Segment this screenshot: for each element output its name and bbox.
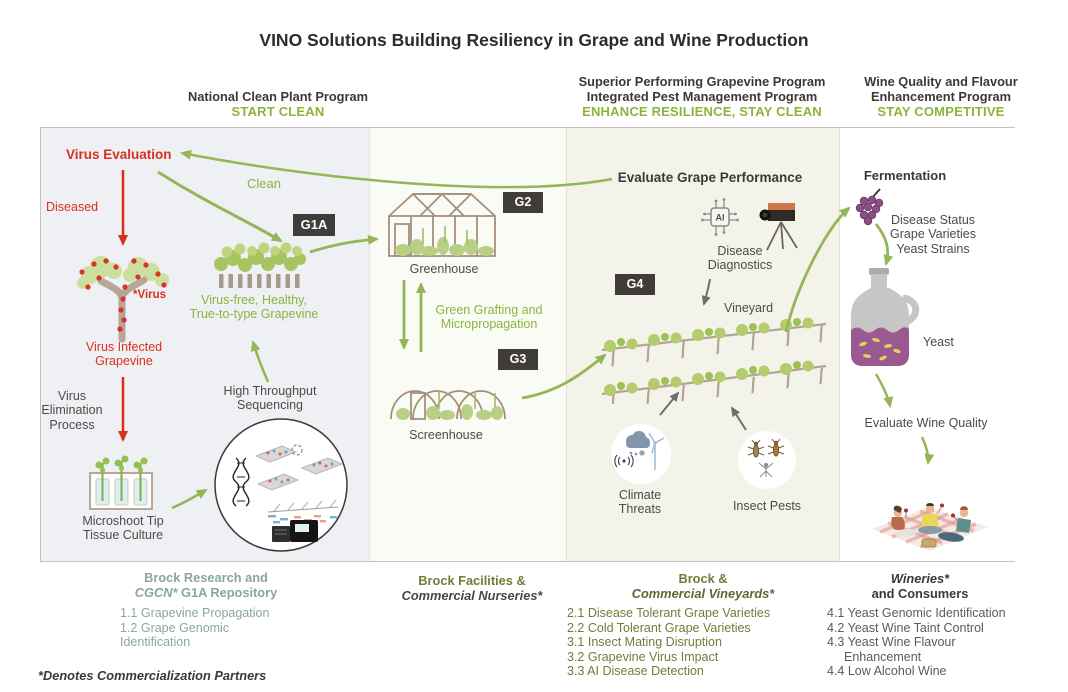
footer-title-line1: Wineries* (890, 571, 950, 586)
evaluate-wine-quality-label: Evaluate Wine Quality (864, 416, 988, 430)
microshoot-label: Microshoot Tip Tissue Culture (82, 514, 164, 543)
footer-vineyards: Brock & Commercial Vineyards* (628, 571, 778, 601)
grafting-label: Green Grafting and Micropropagation (435, 303, 543, 332)
list-item: 3.3 AI Disease Detection (567, 664, 704, 678)
program-tagline: ENHANCE RESILIENCE, STAY CLEAN (582, 104, 822, 120)
list-item: 4.3 Yeast Wine Flavour Enhancement (827, 635, 956, 664)
sequencing-circle-icon (214, 418, 348, 552)
virus-infected-label: Virus Infected Grapevine (85, 340, 163, 369)
list-item: 3.2 Grapevine Virus Impact (567, 649, 719, 664)
list-item: 1.1 Grapevine Propagation (120, 606, 270, 620)
wine-jug-icon (851, 268, 920, 366)
diseased-label: Diseased (46, 200, 99, 214)
disease-diagnostics-label: Disease Diagnostics (707, 244, 773, 273)
list-item: 2.2 Cold Tolerant Grape Varieties (567, 620, 751, 635)
fermentation-inputs-label: Disease Status Grape Varieties Yeast Str… (890, 213, 976, 256)
footer-title-line1: Brock Research and (144, 570, 268, 585)
program-header-wine-quality: Wine Quality and Flavour Enhancement Pro… (843, 74, 1039, 120)
screenhouse-icon (390, 390, 506, 420)
program-name: Superior Performing Grapevine Program (578, 74, 826, 89)
virus-elimination-label: Virus Elimination Process (41, 389, 103, 432)
diseased-grapevine-icon (77, 256, 169, 343)
program-tagline: START CLEAN (231, 104, 325, 120)
insect-pests-label: Insect Pests (732, 499, 802, 513)
program-name-2: Integrated Pest Management Program (586, 89, 818, 105)
list-item: 4.4 Low Alcohol Wine (827, 664, 947, 678)
footer-title-line2: and Consumers (871, 586, 969, 601)
virus-evaluation-label: Virus Evaluation (66, 147, 172, 162)
commercialization-footnote: *Denotes Commercialization Partners (38, 668, 267, 683)
vine-row-icon (214, 242, 306, 288)
g4-badge: G4 (615, 274, 655, 295)
hts-label: High Throughput Sequencing (223, 384, 317, 413)
climate-threats-label: Climate Threats (618, 488, 662, 517)
ai-chip-icon: AI (701, 198, 739, 236)
virus-marker-label: *Virus (133, 289, 167, 301)
screenhouse-label: Screenhouse (409, 428, 483, 442)
greenhouse-label: Greenhouse (409, 262, 479, 276)
list-item: 4.1 Yeast Genomic Identification (827, 606, 1006, 620)
evaluate-grape-performance-label: Evaluate Grape Performance (617, 170, 803, 185)
greenhouse-icon (388, 193, 496, 257)
g2-badge: G2 (503, 192, 543, 213)
footer-vineyards-items: 2.1 Disease Tolerant Grape Varieties 2.2… (567, 606, 817, 679)
footer-clean-plant-items: 1.1 Grapevine Propagation 1.2 Grape Geno… (120, 606, 300, 650)
footer-clean-plant: Brock Research and CGCN* G1A Repository (120, 570, 292, 600)
list-item: 4.2 Yeast Wine Taint Control (827, 620, 984, 635)
tissue-culture-icon (89, 455, 153, 510)
program-name: Wine Quality and Flavour (864, 74, 1018, 89)
climate-threats-icon (611, 424, 671, 484)
picnic-consumers-icon (872, 503, 988, 551)
footer-title-line2: G1A Repository (177, 584, 278, 600)
virus-free-label: Virus-free, Healthy, True-to-type Grapev… (189, 293, 319, 322)
vineyard-label: Vineyard (724, 301, 774, 315)
footer-nurseries: Brock Facilities & Commercial Nurseries* (392, 573, 552, 603)
g1a-badge: G1A (293, 214, 335, 236)
program-name: National Clean Plant Program (188, 89, 368, 104)
footer-wineries: Wineries* and Consumers (855, 571, 985, 601)
yeast-label: Yeast (923, 335, 954, 349)
footer-title-line1: Brock & (678, 571, 728, 586)
vineyard-icon (601, 317, 827, 404)
ai-chip-text: AI (716, 213, 725, 223)
footer-title-cgcn: CGCN* (134, 584, 178, 600)
page-title: VINO Solutions Building Resiliency in Gr… (259, 30, 809, 50)
list-item: 2.1 Disease Tolerant Grape Varieties (567, 606, 771, 620)
footer-wineries-items: 4.1 Yeast Genomic Identification 4.2 Yea… (827, 606, 1017, 679)
list-item: 1.2 Grape Genomic Identification (120, 620, 230, 650)
list-item: 3.1 Insect Mating Disruption (567, 635, 722, 649)
insect-pests-icon (738, 431, 796, 489)
program-header-superior-grapevine: Superior Performing Grapevine Program In… (560, 74, 844, 120)
program-name-2: Enhancement Program (870, 89, 1012, 105)
footer-title-line2: Commercial Vineyards* (631, 586, 775, 601)
footer-title-line1: Brock Facilities & (418, 573, 526, 588)
program-tagline: STAY COMPETITIVE (877, 104, 1005, 120)
clean-label: Clean (247, 176, 281, 191)
grapes-icon (855, 188, 884, 226)
fermentation-label: Fermentation (863, 168, 947, 183)
program-header-clean-plant: National Clean Plant Program START CLEAN (158, 89, 398, 119)
footer-title-line2: Commercial Nurseries* (401, 588, 543, 603)
